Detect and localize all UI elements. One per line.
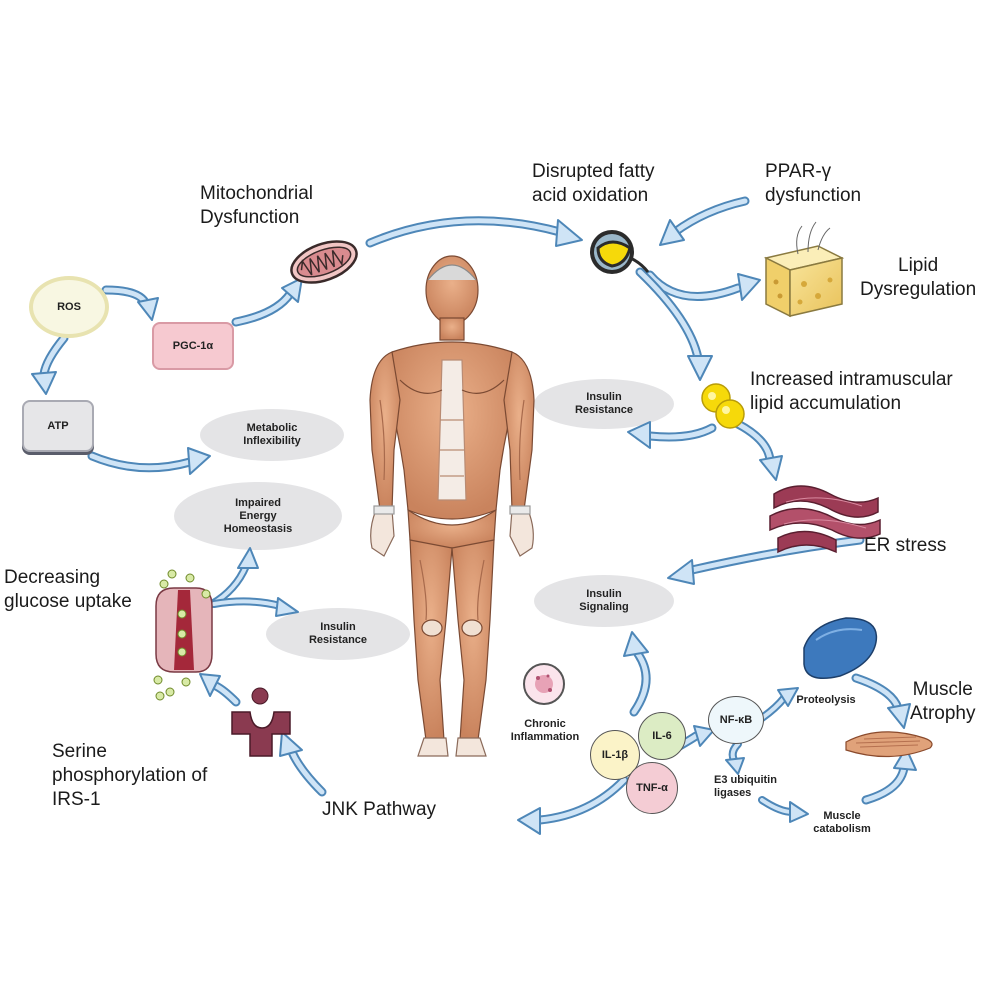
arrow-tnf-to-jnk: [517, 775, 629, 835]
muscle-fiber-icon: [845, 731, 933, 758]
human-musculature-figure: [369, 255, 535, 757]
insulin-resistance-left-label: Insulin Resistance: [308, 621, 368, 646]
arrow-pgc-to-mito: [231, 277, 303, 327]
ros-label: ROS: [57, 301, 81, 313]
arrow-cytokines-to-signaling: [623, 631, 651, 717]
arrow-ppar-to-fatty: [659, 196, 750, 246]
tnfa-label: TNF-α: [636, 782, 668, 794]
fatty-acid-oxidation-icon: [590, 230, 650, 274]
serine-phosphorylation-label: Serine phosphorylation of IRS-1: [52, 741, 208, 810]
mitochondrial-dysfunction-label: Mitochondrial Dysfunction: [200, 183, 313, 228]
insulin-signaling-ellipse: [534, 575, 674, 627]
insulin-resistance-right-ellipse: [534, 379, 674, 429]
arrow-receptor-to-glut: [199, 673, 241, 707]
arrow-fatty-to-lipid: [645, 270, 761, 301]
arrow-droplets-to-insulin: [627, 421, 717, 449]
insulin-resistance-left-ellipse: [266, 608, 410, 660]
il6-node: IL-6: [638, 712, 686, 760]
nfkb-label: NF-κB: [719, 714, 753, 726]
er-stress-label: ER stress: [864, 535, 947, 556]
arrow-glut-to-energy: [208, 547, 259, 608]
er-icon: [769, 485, 881, 554]
arrow-fatty-to-droplets: [635, 267, 713, 381]
arrow-mito-to-fatty: [365, 216, 583, 248]
energy-homeostasis-ellipse: [174, 482, 342, 550]
atp-label: ATP: [47, 420, 69, 432]
arrow-jnk-to-receptor: [279, 731, 327, 797]
pgc-node: PGC-1α: [152, 322, 234, 370]
arrow-ros-to-pgc: [101, 285, 159, 321]
lipid-droplets-icon: [701, 383, 745, 429]
fatty-acid-oxidation-label: Disrupted fatty acid oxidation: [532, 161, 655, 206]
pgc-label: PGC-1α: [172, 340, 214, 352]
arrow-droplets-to-er: [733, 419, 783, 481]
atp-node: ATP: [22, 400, 94, 452]
proteolysis-label: Proteolysis: [796, 694, 856, 706]
proteasome-icon: [803, 617, 878, 679]
metabolic-inflexibility-ellipse: [200, 409, 344, 461]
muscle-catabolism-label: Muscle catabolism: [813, 810, 871, 835]
insulin-signaling-label: Insulin Signaling: [579, 588, 629, 613]
muscle-atrophy-label: Muscle Atrophy: [910, 679, 976, 724]
arrow-nfkb-to-proteolysis: [758, 687, 799, 722]
jnk-pathway-label: JNK Pathway: [322, 799, 437, 820]
arrow-e3-to-catabolism: [758, 796, 809, 823]
glucose-transporter-icon: [153, 569, 213, 701]
energy-homeostasis-label: Impaired Energy Homeostasis: [223, 497, 293, 535]
ppar-dysfunction-label: PPAR-γ dysfunction: [765, 161, 862, 206]
arrows: [31, 196, 917, 835]
mitochondrion-icon: [290, 240, 358, 284]
lipid-dysregulation-label: Lipid Dysregulation: [860, 255, 977, 300]
glucose-uptake-label: Decreasing glucose uptake: [4, 567, 132, 612]
insulin-resistance-right-label: Insulin Resistance: [574, 391, 634, 416]
arrow-glut-to-insulin: [210, 597, 299, 617]
arrow-atp-to-metabolic: [87, 447, 211, 475]
adipose-tissue-icon: [763, 221, 845, 318]
chronic-inflammation-label: Chronic Inflammation: [510, 718, 580, 743]
nfkb-node: NF-κB: [708, 696, 764, 744]
arrow-nfkb-to-e3: [725, 740, 745, 775]
il1b-label: IL-1β: [601, 749, 629, 761]
arrow-catabolism-to-atrophy: [861, 747, 917, 805]
e3-ligases-label: E3 ubiquitin ligases: [714, 774, 777, 799]
inflammation-cell-icon: [523, 663, 565, 705]
ros-node: ROS: [29, 276, 109, 338]
arrow-proteasome-to-atrophy: [851, 673, 911, 729]
receptor-icon: [231, 687, 291, 757]
tnfa-node: TNF-α: [626, 762, 678, 814]
il6-label: IL-6: [652, 730, 672, 742]
metabolic-inflexibility-label: Metabolic Inflexibility: [243, 422, 301, 447]
arrow-ros-to-atp: [31, 333, 69, 395]
intramuscular-lipid-label: Increased intramuscular lipid accumulati…: [750, 369, 953, 414]
